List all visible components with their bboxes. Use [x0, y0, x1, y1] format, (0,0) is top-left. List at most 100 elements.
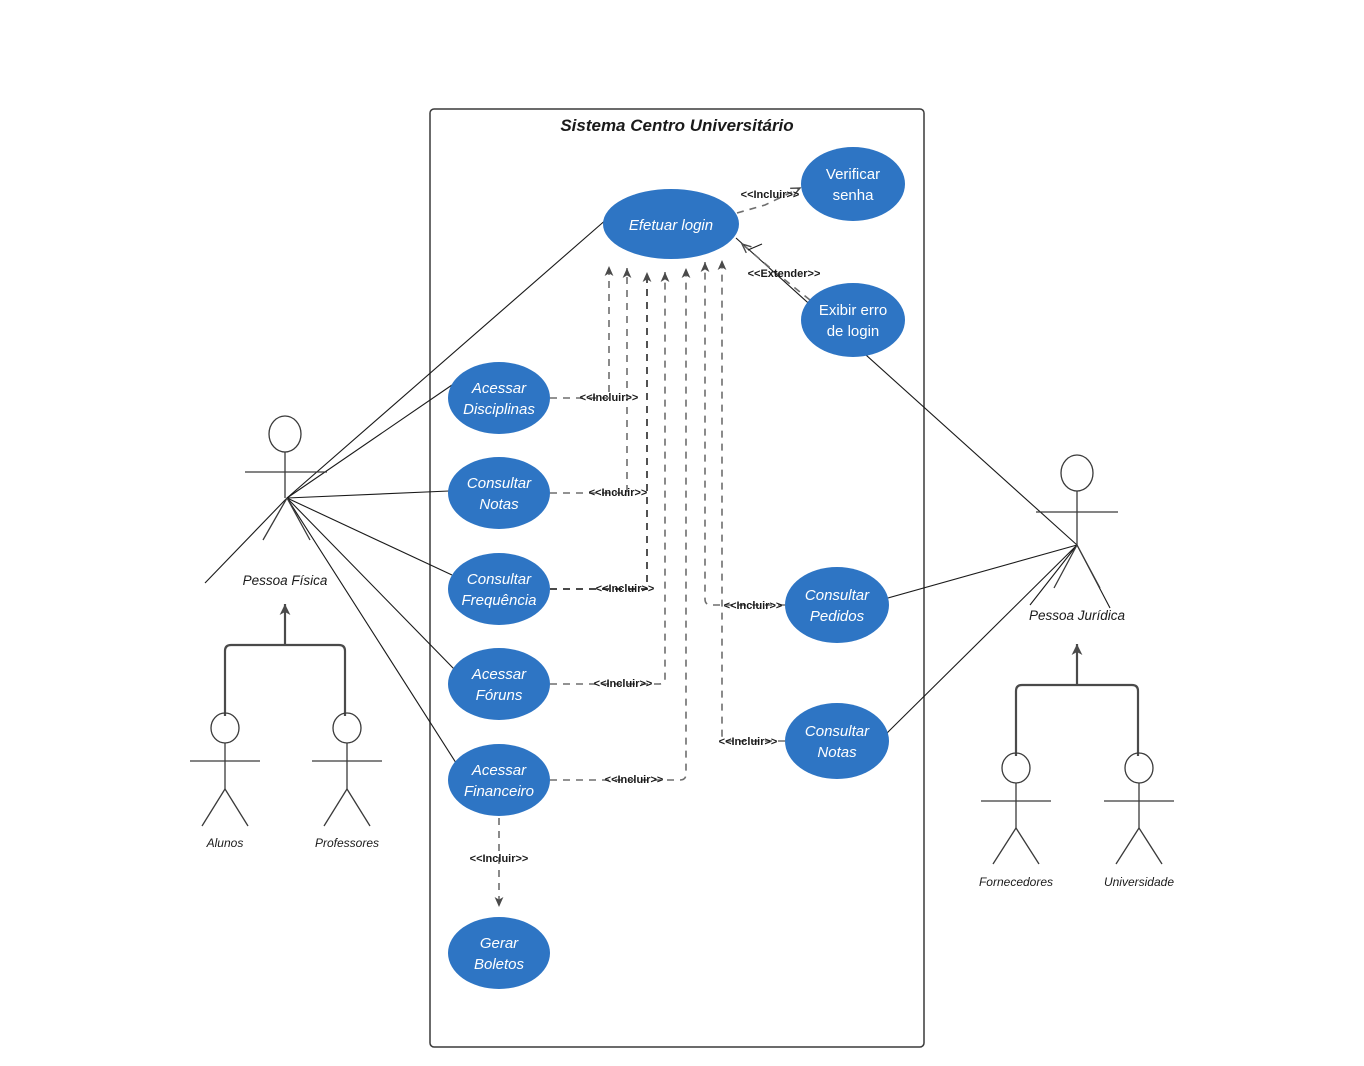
actor-leg-right: [1076, 544, 1101, 589]
use-cases: Efetuar login Verificar senha Exibir err…: [448, 147, 905, 989]
use-case-label-line1: Acessar: [471, 666, 527, 683]
use-case-label-line1: Acessar: [471, 762, 527, 779]
actor-leg-left: [992, 827, 1017, 865]
assoc-pf-acessar-financeiro: [286, 497, 459, 767]
actor-leg-right: [1138, 827, 1163, 865]
actor-label: Fornecedores: [979, 875, 1053, 889]
associations-pessoa-juridica: [735, 237, 1111, 735]
use-case-label-line2: Financeiro: [464, 783, 534, 800]
use-case-label-line1: Verificar: [826, 166, 880, 183]
gen-bracket: [1014, 683, 1140, 756]
assoc-pj-extra-a: [1029, 544, 1078, 606]
system-boundary-title: Sistema Centro Universitário: [560, 116, 793, 135]
use-case-label-line1: Consultar: [467, 571, 532, 588]
use-case-label: Efetuar login: [629, 217, 713, 234]
include-path-consultar-notas-pj: [717, 260, 785, 742]
actor-label: Pessoa Jurídica: [1029, 608, 1126, 623]
actor-head-icon: [1060, 454, 1094, 492]
use-case-label-line2: de login: [827, 323, 880, 340]
use-case-acessar-foruns[interactable]: Acessar Fóruns: [448, 648, 550, 720]
assoc-pj-consultar-notas: [885, 544, 1078, 735]
actor-universidade[interactable]: Universidade: [1104, 752, 1174, 889]
use-case-label-line2: Fóruns: [476, 687, 523, 704]
actor-head-icon: [1124, 752, 1154, 784]
use-case-consultar-pedidos[interactable]: Consultar Pedidos: [785, 567, 889, 643]
stereotype-include-acessar-foruns: <<Incluir>>: [594, 678, 653, 690]
assoc-pf-efetuar-login: [286, 217, 609, 499]
actor-label: Pessoa Física: [243, 573, 328, 588]
include-path-acessar-foruns: [550, 272, 670, 685]
actor-leg-right: [286, 497, 311, 541]
generalization-pessoa-fisica: [223, 604, 347, 716]
actor-label: Alunos: [206, 836, 244, 850]
actor-leg-left: [201, 788, 226, 827]
include-path-consultar-frequencia: [550, 272, 652, 590]
use-case-label-line1: Consultar: [805, 723, 870, 740]
actor-head-icon: [210, 712, 240, 744]
assoc-pf-consultar-notas: [286, 490, 450, 499]
use-case-consultar-frequencia[interactable]: Consultar Frequência: [448, 553, 550, 625]
actor-leg-left: [1115, 827, 1140, 865]
actor-professores[interactable]: Professores: [312, 712, 382, 850]
actor-pessoa-juridica[interactable]: Pessoa Jurídica: [1029, 454, 1126, 623]
use-case-label-line2: Disciplinas: [463, 401, 535, 418]
include-path-acessar-financeiro: [550, 268, 691, 781]
use-case-acessar-financeiro[interactable]: Acessar Financeiro: [448, 744, 550, 816]
extend-path-exibir-erro: [740, 242, 811, 301]
actor-leg-right: [346, 788, 371, 827]
gen-bracket: [223, 643, 347, 716]
assoc-pj-efetuar-login: [735, 237, 1078, 546]
use-case-label-line1: Consultar: [805, 587, 870, 604]
actor-leg-left: [1053, 544, 1078, 589]
use-case-consultar-notas-pf[interactable]: Consultar Notas: [448, 457, 550, 529]
actor-fornecedores[interactable]: Fornecedores: [979, 752, 1053, 889]
actor-label: Professores: [315, 836, 379, 850]
use-case-label-line1: Gerar: [480, 935, 519, 952]
use-case-acessar-disciplinas[interactable]: Acessar Disciplinas: [448, 362, 550, 434]
actor-head-icon: [332, 712, 362, 744]
use-case-exibir-erro-login[interactable]: Exibir erro de login: [801, 283, 905, 357]
use-case-efetuar-login[interactable]: Efetuar login: [603, 189, 739, 259]
actor-leg-right: [1015, 827, 1040, 865]
use-case-label-line2: Notas: [817, 744, 857, 761]
use-case-verificar-senha[interactable]: Verificar senha: [801, 147, 905, 221]
use-case-label-line1: Acessar: [471, 380, 527, 397]
stereotype-extend-exibir-erro: <<Extender>>: [748, 268, 821, 280]
actor-pessoa-fisica[interactable]: Pessoa Física: [243, 415, 328, 588]
extend-tick-a: [747, 243, 763, 251]
associations-pessoa-fisica: [204, 217, 609, 767]
stereotype-include-consultar-notas-pj: <<Incluir>>: [719, 736, 778, 748]
stereotype-include-gerar-boletos: <<Incluir>>: [470, 853, 529, 865]
actor-label: Universidade: [1104, 875, 1174, 889]
stereotype-include-verificar-senha: <<Incluir>>: [741, 189, 800, 201]
actor-leg-left: [262, 497, 288, 541]
actor-head-icon: [1001, 752, 1031, 784]
system-boundary: [429, 108, 925, 1048]
stereotype-include-acessar-disciplinas: <<Incluir>>: [580, 392, 639, 404]
include-routes-to-login: [550, 260, 785, 781]
use-case-consultar-notas-pj[interactable]: Consultar Notas: [785, 703, 889, 779]
actor-leg-right: [224, 788, 249, 827]
assoc-pf-acessar-foruns: [286, 497, 456, 671]
actor-alunos[interactable]: Alunos: [190, 712, 260, 850]
use-case-gerar-boletos[interactable]: Gerar Boletos: [448, 917, 550, 989]
include-path-consultar-pedidos: [700, 262, 785, 606]
stereotype-include-consultar-frequencia: <<Incluir>>: [596, 583, 655, 595]
use-case-label-line2: Boletos: [474, 956, 525, 973]
include-path-verificar-senha: [736, 187, 802, 214]
actor-head-icon: [268, 415, 302, 453]
include-path-acessar-disciplinas: [550, 266, 614, 399]
generalization-pessoa-juridica: [1014, 644, 1140, 756]
stereotype-include-consultar-pedidos: <<Incluir>>: [724, 600, 783, 612]
use-case-label-line1: Consultar: [467, 475, 532, 492]
assoc-pf-extra: [204, 497, 288, 584]
assoc-pf-consultar-frequencia: [286, 497, 453, 576]
include-path-consultar-notas-pf: [550, 268, 632, 494]
use-case-label-line2: Notas: [479, 496, 519, 513]
stereotype-labels: <<Incluir>> <<Extender>> <<Incluir>> <<I…: [470, 189, 821, 865]
assoc-pf-acessar-disciplinas: [286, 384, 453, 499]
assoc-pj-consultar-pedidos: [887, 544, 1078, 599]
use-case-label-line1: Exibir erro: [819, 302, 887, 319]
